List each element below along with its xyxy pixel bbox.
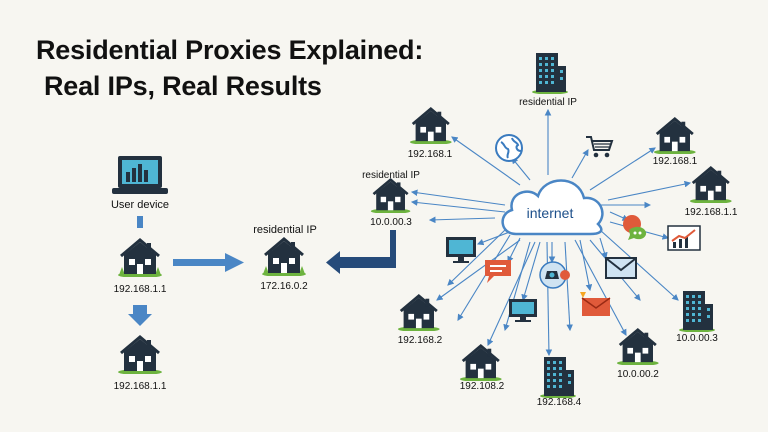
house-icon — [616, 327, 659, 365]
residential-house-ip: 10.0.00.3 — [370, 217, 412, 228]
email-icon — [580, 292, 611, 316]
title-line-1: Residential Proxies Explained: — [36, 35, 424, 65]
flow-arrows-left — [128, 216, 396, 326]
house-icon — [370, 177, 411, 213]
edge-to-mail-right — [599, 237, 608, 260]
email-icon — [605, 257, 637, 279]
house-icon — [409, 106, 452, 144]
house-2-ip: 192.168.1.1 — [113, 381, 167, 392]
residential-house-caption: residential IP — [362, 170, 420, 181]
office-building-icon — [540, 357, 576, 398]
globe-icon — [495, 134, 523, 162]
house-top-left-ip: 192.168.1 — [407, 149, 453, 160]
user-device-label: User device — [110, 199, 170, 211]
house-icon — [397, 293, 440, 331]
edge-fanout-5 — [564, 241, 573, 332]
house-icon — [459, 343, 502, 381]
edge-to-house-top-right — [589, 147, 656, 191]
building-bottom-ip: 192.168.4 — [536, 397, 582, 408]
house-1-ip: 192.168.1.1 — [113, 284, 167, 295]
shopping-cart-icon — [586, 136, 614, 158]
edge-to-house-right — [607, 180, 692, 201]
office-building-icon — [532, 53, 568, 94]
house-icon — [689, 165, 732, 203]
edge-to-cart — [571, 149, 589, 179]
house-top-right-ip: 192.168.1 — [652, 156, 698, 167]
house-right-ip: 192.168.1.1 — [684, 207, 738, 218]
house-bottom-left-ip: 192.108.2 — [459, 381, 505, 392]
internet-label: internet — [526, 205, 574, 221]
security-camera-icon — [539, 261, 570, 289]
title-line-2: Real IPs, Real Results — [44, 71, 322, 101]
edge-to-monitor-bottom — [521, 241, 541, 302]
cloud-icon — [501, 179, 604, 236]
house-icon — [118, 335, 162, 374]
monitor-icon — [446, 237, 476, 263]
edge-to-house-mid-left — [436, 239, 521, 301]
house-icon — [118, 238, 162, 277]
edge-to-building-right — [599, 229, 679, 301]
line-chart-icon — [667, 225, 701, 251]
chat-bubble-icon — [485, 260, 511, 283]
chat-bubble-icon — [623, 215, 647, 240]
edge-to-house-top-left — [451, 136, 521, 186]
edge-fanout-1 — [428, 216, 496, 224]
laptop-icon — [112, 156, 168, 194]
edge-to-residential-house — [410, 189, 506, 206]
edge-to-mail-bottom — [579, 239, 593, 292]
house-icon — [262, 237, 306, 276]
edge-left-mid-2 — [457, 234, 511, 321]
proxy-ip: 172.16.0.2 — [260, 281, 308, 292]
house-icon — [653, 116, 696, 154]
building-top-caption: residential IP — [519, 97, 577, 108]
office-building-icon — [679, 291, 715, 332]
house-bottom-right-ip: 10.0.00.2 — [617, 369, 659, 380]
page-title: Residential Proxies Explained: Real IPs,… — [36, 32, 423, 104]
edge-to-globe — [511, 157, 531, 181]
monitor-icon — [509, 299, 537, 322]
edge-to-house-bottom-left — [487, 241, 536, 347]
edge-to-building-bottom — [545, 241, 553, 357]
proxy-caption: residential IP — [253, 224, 317, 236]
edge-left-mid-1 — [447, 229, 506, 286]
edge-to-residential-house-b — [410, 199, 506, 213]
house-mid-left-ip: 192.168.2 — [397, 335, 443, 346]
building-right-ip: 10.0.00.3 — [676, 333, 718, 344]
